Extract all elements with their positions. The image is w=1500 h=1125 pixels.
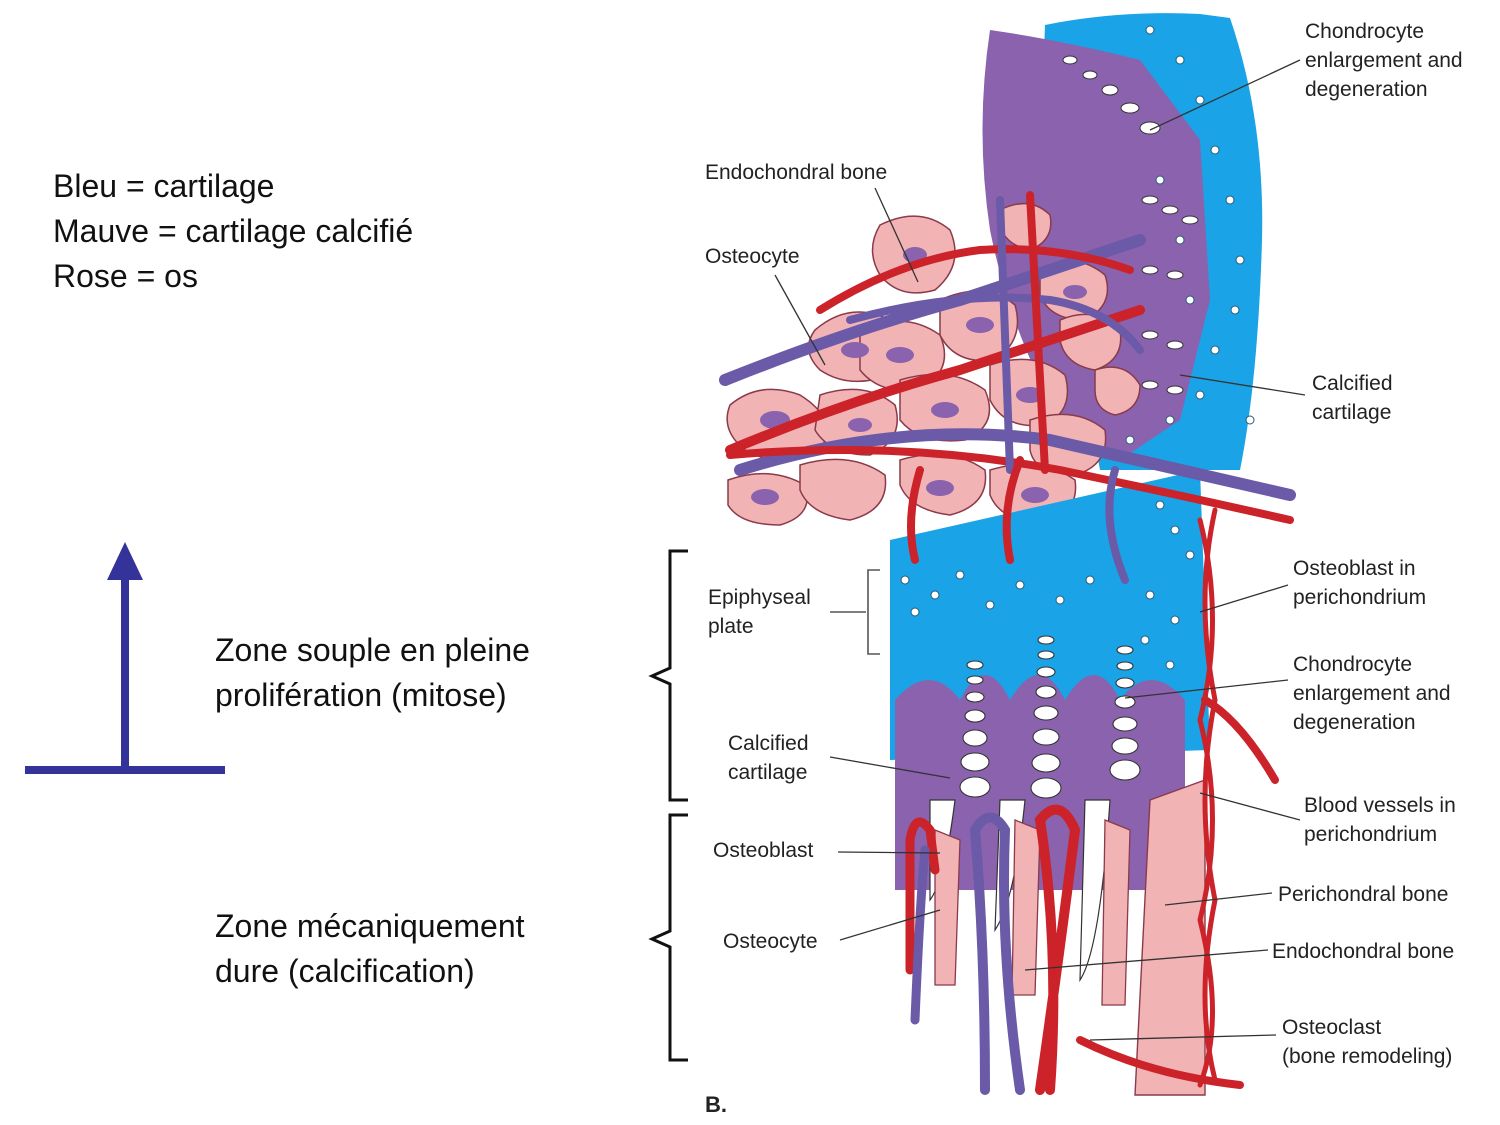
label-osteoblast-perichondrium: Osteoblast in perichondrium [1293, 554, 1426, 612]
label-chondrocyte-mid: Chondrocyte enlargement and degeneration [1293, 650, 1451, 737]
label-osteocyte-top: Osteocyte [705, 245, 800, 268]
label-chondrocyte-top-2: enlargement and [1305, 49, 1463, 72]
label-osteoblast: Osteoblast [713, 839, 814, 862]
shaft-region [890, 25, 1255, 1096]
label-chondrocyte-mid-2: enlargement and [1293, 682, 1451, 705]
zone-soft-label: Zone souple en pleine prolifération (mit… [215, 628, 530, 718]
growth-direction-arrow-icon [25, 542, 225, 774]
label-osteocyte-bottom: Osteocyte [723, 930, 818, 953]
label-osteoblast-perichondrium-1: Osteoblast in [1293, 557, 1416, 580]
label-epiphyseal-plate-2: plate [708, 615, 754, 638]
zone-hard-line-1: Zone mécaniquement [215, 908, 525, 944]
blood-vessels [719, 191, 1296, 1095]
label-blood-vessels-2: perichondrium [1304, 823, 1438, 846]
label-osteoclast-2: (bone remodeling) [1282, 1045, 1453, 1068]
legend-cartilage: Bleu = cartilage [53, 168, 275, 204]
bracket-epiphyseal [867, 569, 880, 655]
label-osteoclast-1: Osteoclast [1282, 1016, 1382, 1039]
leader-lines [774, 59, 1306, 1041]
legend-calcified-cartilage: Mauve = cartilage calcifié [53, 213, 414, 249]
label-perichondral-bone: Perichondral bone [1278, 883, 1449, 906]
bracket-soft-zone [648, 549, 688, 802]
label-calcified-cartilage-left-1: Calcified [728, 732, 809, 755]
label-epiphyseal-plate-1: Epiphyseal [708, 586, 811, 609]
label-calcified-cartilage-left: Calcified cartilage [728, 729, 809, 787]
legend-bone: Rose = os [53, 258, 198, 294]
label-calcified-cartilage-right: Calcified cartilage [1312, 369, 1393, 427]
label-osteoblast-perichondrium-2: perichondrium [1293, 586, 1427, 609]
zone-hard-label: Zone mécaniquement dure (calcification) [215, 904, 525, 994]
label-endochondral-bone-top: Endochondral bone [705, 161, 888, 184]
label-chondrocyte-top-1: Chondrocyte [1305, 20, 1425, 43]
label-calcified-cartilage-right-2: cartilage [1312, 401, 1392, 424]
label-osteoclast: Osteoclast (bone remodeling) [1282, 1013, 1452, 1071]
label-chondrocyte-top-3: degeneration [1305, 78, 1428, 101]
label-endochondral-bone-bottom: Endochondral bone [1272, 940, 1455, 963]
label-calcified-cartilage-left-2: cartilage [728, 761, 808, 784]
zone-soft-line-2: prolifération (mitose) [215, 677, 507, 713]
label-chondrocyte-top: Chondrocyte enlargement and degeneration [1305, 17, 1463, 104]
label-chondrocyte-mid-1: Chondrocyte [1293, 653, 1413, 676]
label-calcified-cartilage-right-1: Calcified [1312, 372, 1393, 395]
bracket-hard-zone [648, 813, 688, 1062]
label-chondrocyte-mid-3: degeneration [1293, 711, 1416, 734]
label-blood-vessels: Blood vessels in perichondrium [1304, 791, 1456, 849]
label-epiphyseal-plate: Epiphyseal plate [708, 583, 811, 641]
figure-letter: B. [705, 1092, 727, 1117]
zone-soft-line-1: Zone souple en pleine [215, 632, 530, 668]
perichondral-bone [1134, 779, 1206, 1096]
zone-hard-line-2: dure (calcification) [215, 953, 475, 989]
label-blood-vessels-1: Blood vessels in [1304, 794, 1456, 817]
